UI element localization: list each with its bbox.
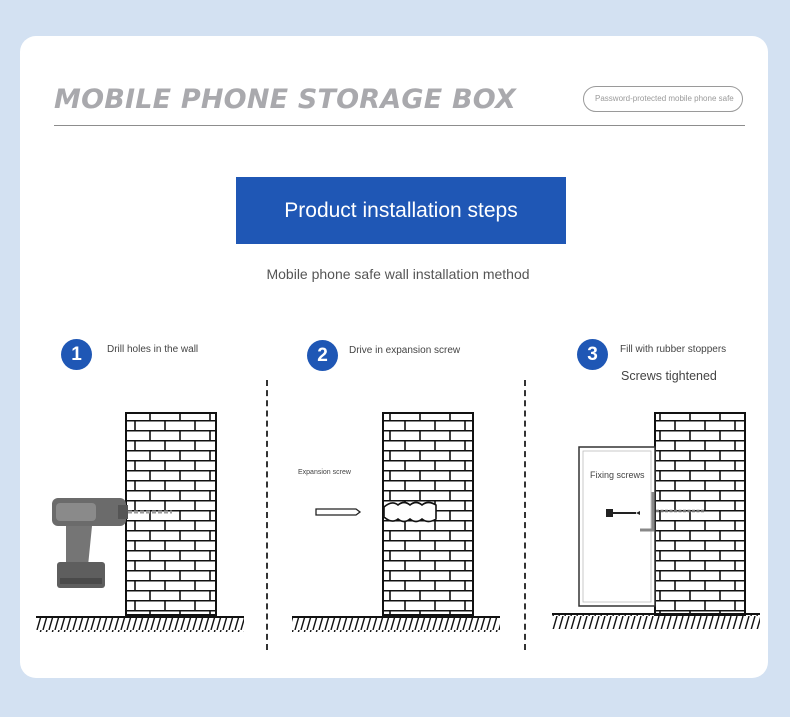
drill-icon	[52, 498, 172, 588]
step-divider-1	[266, 380, 268, 650]
page-title: MOBILE PHONE STORAGE BOX	[54, 84, 516, 115]
fixing-screw-icon	[606, 509, 640, 517]
brick-wall-icon	[125, 412, 217, 616]
rubber-plug-icon	[383, 501, 437, 523]
step-2-label: Expansion screw	[298, 469, 351, 476]
step-2-number: 2	[307, 340, 338, 371]
step-3-subtext: Screws tightened	[621, 369, 717, 383]
section-banner: Product installation steps	[236, 177, 566, 244]
title-divider	[54, 125, 745, 126]
step-2-text: Drive in expansion screw	[349, 345, 461, 356]
ground-hatch-icon	[292, 616, 500, 632]
step-3-number: 3	[577, 339, 608, 370]
product-tag: Password-protected mobile phone safe	[583, 86, 743, 112]
step-3-label: Fixing screws	[590, 470, 645, 480]
expansion-screw-icon	[315, 508, 362, 516]
brick-wall-icon	[654, 412, 746, 616]
step-divider-2	[524, 380, 526, 650]
step-1-text: Drill holes in the wall	[107, 344, 199, 355]
section-subtitle: Mobile phone safe wall installation meth…	[266, 266, 530, 282]
safe-box-icon	[578, 446, 656, 607]
ground-hatch-icon	[36, 616, 244, 632]
step-3-text: Fill with rubber stoppers	[620, 344, 727, 355]
step-1-number: 1	[61, 339, 92, 370]
ground-hatch-icon	[552, 613, 760, 629]
wall-bracket-icon	[640, 492, 704, 532]
